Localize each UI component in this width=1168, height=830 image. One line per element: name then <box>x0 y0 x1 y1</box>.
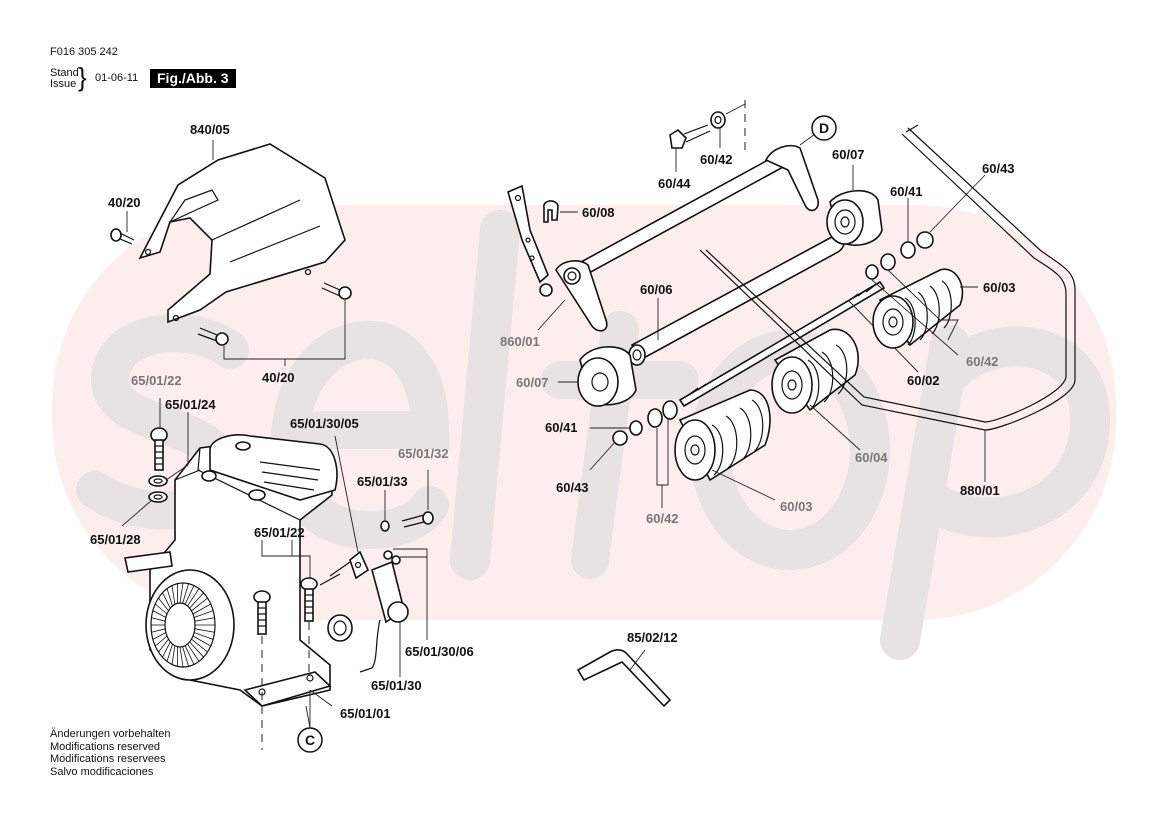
issue-label: Issue <box>50 79 79 90</box>
label-ignition-module: 65/01/30 <box>371 678 422 693</box>
label-washer-left-41: 60/41 <box>545 420 578 435</box>
label-brush-roller-left: 60/03 <box>780 499 813 514</box>
axle-washer <box>711 112 725 128</box>
label-hex-key: 85/02/12 <box>627 630 678 645</box>
label-washer-right-41: 60/41 <box>890 184 923 199</box>
roller-top <box>827 191 882 245</box>
callout-d-label: D <box>819 120 829 136</box>
label-cover-screws-bottom: 40/20 <box>262 370 295 385</box>
label-nut-right: 60/43 <box>982 161 1015 176</box>
note-es: Salvo modificaciones <box>50 766 170 779</box>
document-id: F016 305 242 <box>50 46 118 58</box>
figure-badge: Fig./Abb. 3 <box>150 69 236 88</box>
callout-c-label: C <box>305 732 315 748</box>
roller-left <box>578 347 636 406</box>
nut-60-43-right <box>917 232 933 248</box>
label-brush-roller-right: 60/03 <box>983 280 1016 295</box>
cover-screw-left <box>111 229 134 244</box>
stand-issue-label: Stand Issue <box>50 68 79 90</box>
footer-notes: Änderungen vorbehalten Modifications res… <box>50 728 170 778</box>
callout-c: C <box>298 728 322 752</box>
label-engine-washer-top: 65/01/24 <box>165 397 216 412</box>
label-ignition-screws: 65/01/30/06 <box>405 644 474 659</box>
hex-key <box>578 650 670 706</box>
label-engine-base: 65/01/01 <box>340 706 391 721</box>
label-cover-screw-left: 40/20 <box>108 195 141 210</box>
label-spacer-tube: 60/06 <box>640 282 673 297</box>
label-threaded-rod: 60/02 <box>907 373 940 388</box>
label-ignition-bracket: 65/01/30/05 <box>290 416 359 431</box>
label-roller-top: 60/07 <box>832 147 865 162</box>
axle-bolt <box>670 125 710 148</box>
label-nut-left: 60/43 <box>556 480 589 495</box>
label-engine-washer-bottom: 65/01/28 <box>90 532 141 547</box>
label-washers-right-42: 60/42 <box>966 354 999 369</box>
brace-icon: } <box>78 64 87 90</box>
label-ignition-bolt: 65/01/32 <box>398 446 449 461</box>
label-bracket-arm: 860/01 <box>500 334 540 349</box>
note-de: Änderungen vorbehalten <box>50 728 170 741</box>
label-engine-mount-bolts: 65/01/22 <box>254 525 305 540</box>
label-roller-left: 60/07 <box>516 375 549 390</box>
label-engine-bolt: 65/01/22 <box>131 373 182 388</box>
issue-date: 01-06-11 <box>95 72 138 84</box>
label-handle-bar: 880/01 <box>960 483 1000 498</box>
note-fr: Modifications reservees <box>50 753 170 766</box>
label-ignition-washer: 65/01/33 <box>357 474 408 489</box>
label-clip: 60/08 <box>582 205 615 220</box>
nut-60-43-left <box>613 431 627 445</box>
label-brush-roller-center: 60/04 <box>855 450 888 465</box>
label-washers-left-42: 60/42 <box>646 511 679 526</box>
label-axle-washer-top: 60/42 <box>700 152 733 167</box>
label-axle-bolt: 60/44 <box>658 176 691 191</box>
note-en: Modifications reserved <box>50 741 170 754</box>
label-cover: 840/05 <box>190 122 230 137</box>
callout-d: D <box>812 116 836 140</box>
engine-washer-top <box>149 476 167 486</box>
washer-60-41-right <box>901 242 915 258</box>
